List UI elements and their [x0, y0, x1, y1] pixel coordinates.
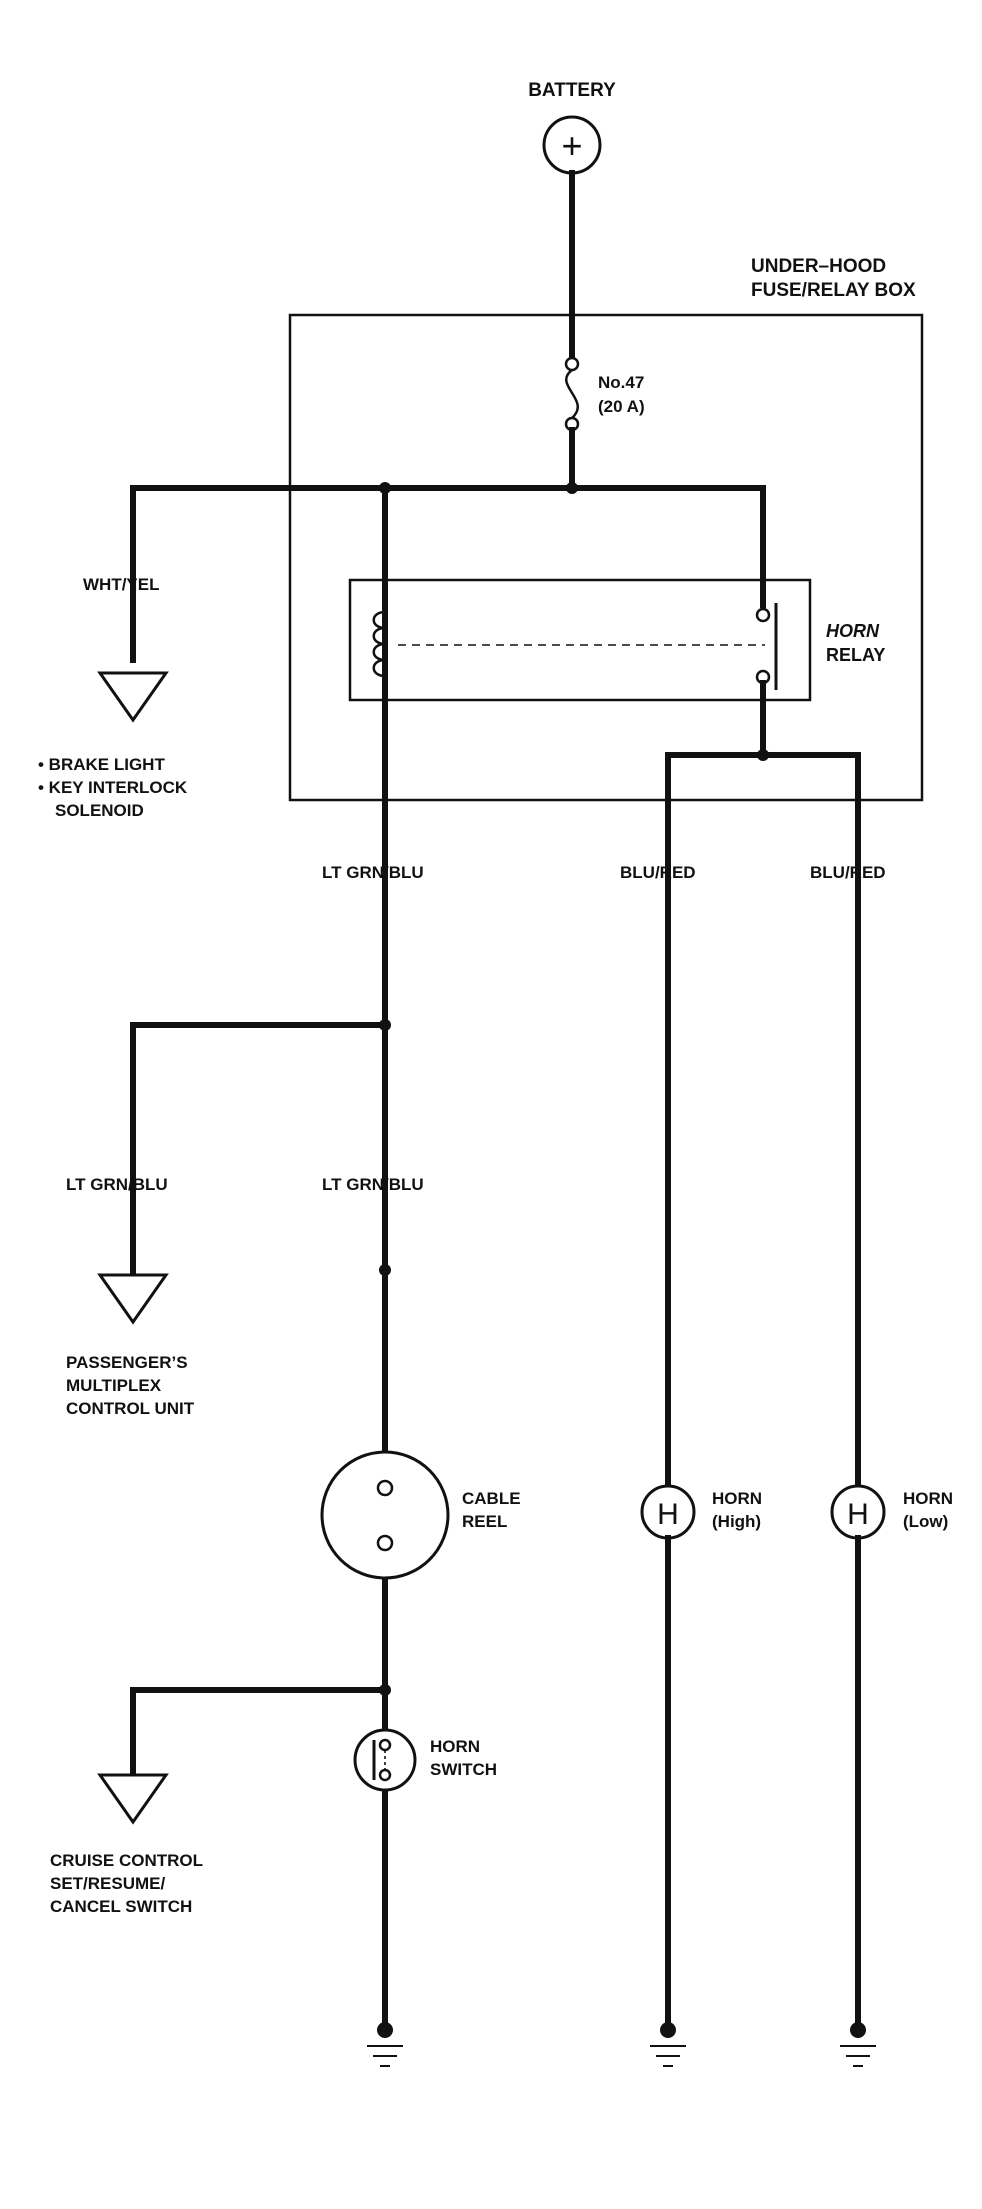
fuse-label-line1: No.47	[598, 373, 644, 392]
brake-light-label: • BRAKE LIGHT	[38, 755, 165, 774]
horn-relay: HORN RELAY	[348, 578, 885, 702]
cable-reel-terminal	[376, 1534, 394, 1552]
ground-symbol	[840, 2022, 876, 2067]
horn-switch-label-line2: SWITCH	[430, 1760, 497, 1779]
fuse-terminal-top	[564, 356, 580, 372]
connector-dot	[379, 1264, 391, 1276]
solenoid-label: SOLENOID	[55, 801, 144, 820]
fuse-relay-box	[288, 313, 924, 802]
horn-high-h: H	[657, 1498, 679, 1531]
horn-switch-symbol	[353, 1728, 417, 1792]
multiplex-label-line2: MULTIPLEX	[66, 1376, 162, 1395]
horn-low-label-line1: HORN	[903, 1489, 953, 1508]
multiplex-label-line1: PASSENGER’S	[66, 1353, 188, 1372]
multiplex-branch-wire	[130, 1022, 388, 1278]
battery-label: BATTERY	[528, 80, 616, 101]
horn-high-label-line1: HORN	[712, 1489, 762, 1508]
cruise-label-line2: SET/RESUME/	[50, 1874, 166, 1893]
relay-label-line1: HORN	[826, 621, 880, 641]
horn-high-label-line2: (High)	[712, 1512, 761, 1531]
cable-reel-label-line1: CABLE	[462, 1489, 521, 1508]
horn-switch-terminal	[378, 1738, 392, 1752]
relay-label-line2: RELAY	[826, 645, 885, 665]
cruise-branch-wire	[130, 1687, 388, 1778]
cable-reel: CABLE REEL	[320, 1450, 521, 1580]
fuse-no47: No.47 (20 A)	[564, 356, 645, 432]
ground-symbol	[650, 2022, 686, 2067]
ground-dot	[660, 2022, 676, 2038]
wire-label-blu-red-high: BLU/RED	[620, 863, 696, 882]
wire-label-lt-grn-blu-top: LT GRN/BLU	[322, 863, 424, 882]
junction-dot	[379, 1684, 391, 1696]
junction-dot	[757, 749, 769, 761]
wire-label-lt-grn-blu-mid: LT GRN/BLU	[322, 1175, 424, 1194]
ground-symbol	[367, 2022, 403, 2067]
connector-triangle	[97, 671, 169, 723]
key-interlock-label: • KEY INTERLOCK	[38, 778, 188, 797]
horn-switch: HORN SWITCH	[353, 1728, 497, 1792]
cable-reel-terminal	[376, 1479, 394, 1497]
fuse-box-label-line2: FUSE/RELAY BOX	[751, 280, 916, 301]
cable-reel-symbol	[320, 1450, 450, 1580]
horn-low-h: H	[847, 1498, 869, 1531]
cruise-label-line1: CRUISE CONTROL	[50, 1851, 203, 1870]
cable-reel-label-line2: REEL	[462, 1512, 507, 1531]
multiplex-label-line3: CONTROL UNIT	[66, 1399, 195, 1418]
power-bus-wire	[130, 485, 766, 663]
junction-dot	[566, 482, 578, 494]
wire-label-lt-grn-blu-left: LT GRN/BLU	[66, 1175, 168, 1194]
wire-label-wht-yel: WHT/YEL	[83, 575, 160, 594]
ground-dot	[377, 2022, 393, 2038]
horn-high: H HORN (High)	[640, 1484, 762, 1540]
relay-contact	[755, 607, 771, 623]
connector-triangle	[97, 1273, 169, 1325]
battery: + BATTERY	[528, 80, 616, 175]
horn-switch-label-line1: HORN	[430, 1737, 480, 1756]
fuse-element	[565, 369, 579, 419]
connector-triangle	[97, 1773, 169, 1825]
fuse-box-label-line1: UNDER–HOOD	[751, 256, 886, 277]
cruise-label-line3: CANCEL SWITCH	[50, 1897, 192, 1916]
horn-switch-terminal	[378, 1768, 392, 1782]
junction-dot	[379, 1019, 391, 1031]
horn-low: H HORN (Low)	[830, 1484, 953, 1540]
relay-box	[348, 578, 812, 702]
fuse-label-line2: (20 A)	[598, 397, 645, 416]
ground-dot	[850, 2022, 866, 2038]
horn-low-label-line2: (Low)	[903, 1512, 948, 1531]
battery-plus-sign: +	[561, 125, 582, 166]
wire-label-blu-red-low: BLU/RED	[810, 863, 886, 882]
